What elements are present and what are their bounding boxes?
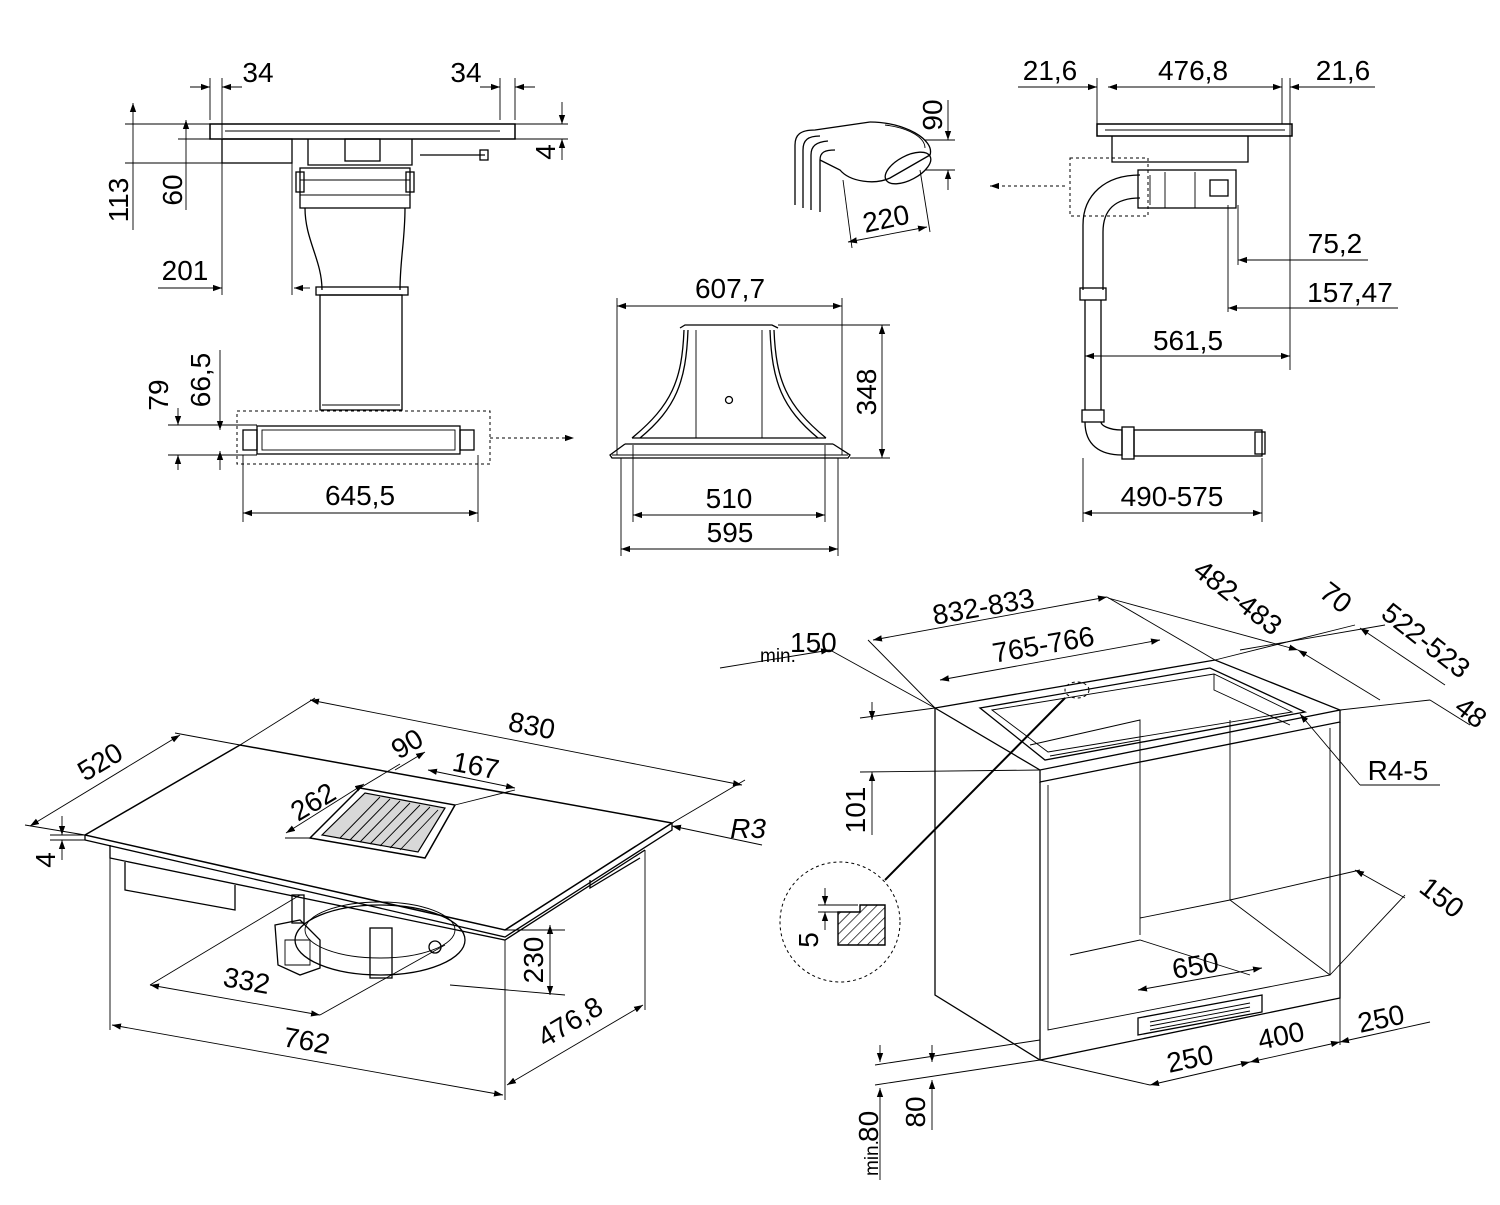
dim-label: 348 (851, 369, 882, 416)
dim-label: 150 (1414, 871, 1470, 924)
cutout (978, 667, 1308, 761)
dim-label: 400 (1255, 1016, 1307, 1056)
dim-label: 230 (518, 937, 549, 984)
dim-label: 482-483 (1188, 554, 1288, 642)
dim-label: 762 (281, 1021, 332, 1060)
dim-label: 4 (30, 852, 61, 868)
dim-label: 645,5 (325, 480, 395, 511)
dim-label: 80 (853, 1111, 884, 1142)
plinth-vent (1137, 994, 1263, 1036)
dim-label: 5 (793, 932, 824, 948)
fan-housing (299, 167, 411, 209)
dim-label: 561,5 (1153, 325, 1223, 356)
dim-label: 607,7 (695, 273, 765, 304)
dim-label: 250 (1164, 1039, 1216, 1079)
view-cabinet (779, 659, 1343, 1061)
dim-label: 79 (143, 379, 174, 410)
dims-section-right: 21,6 476,8 21,6 75,2 157,47 561,5 490-57… (1018, 55, 1398, 522)
fan-section (1137, 169, 1237, 209)
dim-label: R4-5 (1368, 755, 1429, 786)
dims-cabinet: min. 150 832-833 765-766 482-483 70 522-… (719, 554, 1493, 1180)
view-side-hob (209, 123, 574, 465)
dim-label: 48 (1449, 691, 1493, 735)
dims-elbow-detail: 90 220 (842, 99, 955, 249)
dim-label: 75,2 (1308, 228, 1363, 259)
dim-label: 476,8 (1158, 55, 1228, 86)
dim-prefix: min. (760, 646, 796, 667)
cabinet-body (934, 720, 1341, 1061)
dim-label: 150 (790, 627, 837, 658)
detail-circle (779, 861, 901, 983)
dim-label: 4 (530, 144, 561, 160)
view-elbow-detail (794, 121, 1068, 212)
worktop (933, 659, 1343, 771)
dim-label: 90 (917, 99, 948, 130)
dim-label: 220 (860, 199, 912, 239)
dim-label: 332 (221, 961, 272, 1000)
dim-label: 34 (450, 57, 481, 88)
dim-label: R3 (730, 813, 766, 844)
dim-label: 21,6 (1023, 55, 1078, 86)
dim-label: 650 (1170, 946, 1221, 985)
dim-label: 830 (506, 706, 558, 745)
dim-prefix: min. (862, 1140, 883, 1176)
dim-label: 250 (1355, 999, 1407, 1039)
dim-label: 167 (450, 746, 502, 785)
hob-glass (209, 123, 516, 140)
dim-label: 476,8 (532, 991, 608, 1054)
dim-label: 595 (707, 517, 754, 548)
dim-label: 520 (72, 737, 128, 788)
dim-label: 70 (1314, 576, 1358, 620)
dim-label: 66,5 (185, 353, 216, 408)
dim-label: 80 (900, 1096, 931, 1127)
dims-side-hob: 34 34 4 113 60 201 79 66,5 645,5 (103, 57, 568, 522)
dim-label: 21,6 (1316, 55, 1371, 86)
dim-label: 34 (242, 57, 273, 88)
hob-body (221, 138, 293, 164)
dim-label: 522-523 (1376, 597, 1476, 685)
plinth-unit-outline (236, 410, 491, 465)
dim-label: 90 (386, 723, 429, 766)
dim-label: 832-833 (930, 582, 1037, 630)
view-plinth-front (609, 324, 851, 459)
view-section-right (1069, 123, 1293, 460)
dim-label: 101 (840, 787, 871, 834)
dim-label: 510 (706, 483, 753, 514)
view-hob-perspective (82, 744, 675, 979)
dim-label: 157,47 (1307, 277, 1393, 308)
dim-label: 113 (103, 178, 134, 223)
dim-label: 490-575 (1121, 481, 1224, 512)
vertical-duct (319, 294, 403, 411)
dims-plinth-front: 607,7 348 510 595 (616, 273, 890, 556)
dim-label: 201 (162, 255, 209, 286)
plinth-section (1133, 429, 1263, 457)
dim-label: 60 (157, 174, 188, 205)
